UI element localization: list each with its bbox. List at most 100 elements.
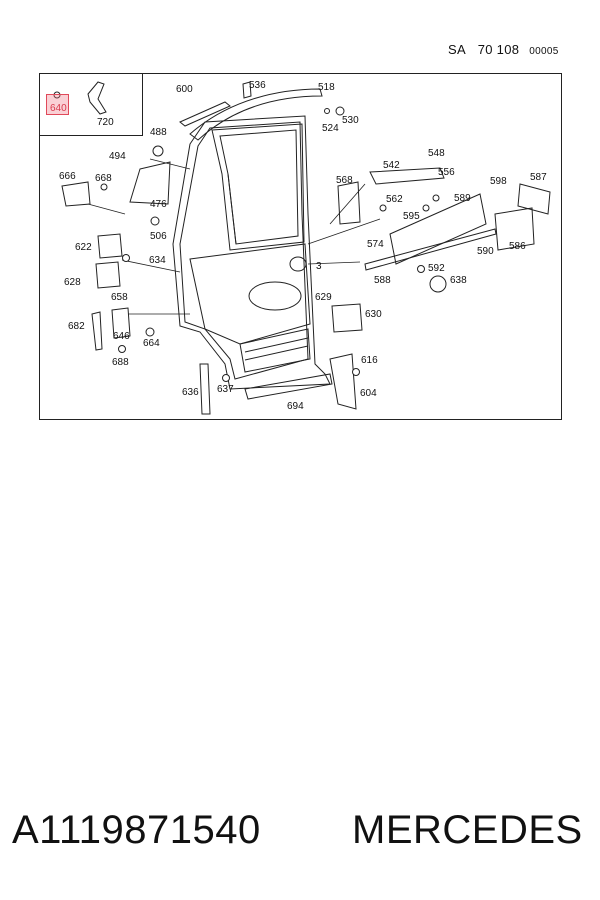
part-630-plate bbox=[331, 303, 363, 333]
part-666-hinge-cap bbox=[61, 181, 91, 207]
part-640-clip bbox=[53, 91, 61, 99]
part-label: 530 bbox=[342, 115, 359, 126]
screw-icon bbox=[417, 265, 425, 273]
part-568-plate bbox=[337, 181, 361, 225]
part-label: 682 bbox=[68, 321, 85, 332]
part-label: 476 bbox=[150, 199, 167, 210]
part-label: 598 bbox=[490, 176, 507, 187]
part-label: 518 bbox=[318, 82, 335, 93]
part-588-rail bbox=[364, 228, 497, 271]
part-label: 562 bbox=[386, 194, 403, 205]
part-636-rod bbox=[199, 363, 211, 415]
part-586-bracket bbox=[494, 207, 535, 251]
part-label: 637 bbox=[217, 384, 234, 395]
part-494-hinge bbox=[129, 161, 171, 205]
part-label: 588 bbox=[374, 275, 391, 286]
part-518-rail bbox=[189, 88, 323, 141]
screw-icon bbox=[222, 374, 230, 382]
part-label: 536 bbox=[249, 80, 266, 91]
screw-icon bbox=[432, 194, 440, 202]
screw-icon bbox=[145, 327, 155, 337]
part-638-knob bbox=[429, 275, 447, 293]
part-574-lock-rail bbox=[389, 193, 487, 265]
part-488-cap bbox=[152, 145, 164, 157]
highlighted-part-marker bbox=[46, 94, 69, 115]
panel-hole bbox=[289, 256, 307, 272]
part-628-block bbox=[95, 261, 121, 289]
part-label: 574 bbox=[367, 239, 384, 250]
door-inner-outline bbox=[179, 121, 309, 380]
highlighted-part-label: 640 bbox=[50, 103, 67, 114]
part-label: 634 bbox=[149, 255, 166, 266]
part-label: 638 bbox=[450, 275, 467, 286]
screw-icon bbox=[150, 216, 160, 226]
part-label: 604 bbox=[360, 388, 377, 399]
part-label: 666 bbox=[59, 171, 76, 182]
screw-icon bbox=[422, 204, 430, 212]
part-542-handle bbox=[369, 167, 445, 185]
inset-box: 640 720 bbox=[40, 74, 143, 136]
part-label: 568 bbox=[336, 175, 353, 186]
part-587-strip bbox=[517, 183, 551, 215]
part-label: 3 bbox=[316, 261, 322, 272]
part-number: A1119871540 bbox=[12, 808, 261, 852]
screw-icon bbox=[335, 106, 345, 116]
part-label: 590 bbox=[477, 246, 494, 257]
part-label: 658 bbox=[111, 292, 128, 303]
part-label: 506 bbox=[150, 231, 167, 242]
part-label: 592 bbox=[428, 263, 445, 274]
part-536-clip bbox=[242, 81, 252, 99]
part-682-bracket bbox=[91, 311, 103, 351]
part-label: 494 bbox=[109, 151, 126, 162]
part-label: 622 bbox=[75, 242, 92, 253]
part-label: 524 bbox=[322, 123, 339, 134]
header-number: 70 108 bbox=[477, 42, 520, 57]
part-label: 630 bbox=[365, 309, 382, 320]
part-622-block bbox=[97, 233, 123, 259]
window-divider bbox=[227, 173, 237, 245]
part-label: 629 bbox=[315, 292, 332, 303]
exploded-door-diagram bbox=[61, 81, 551, 415]
part-label: 636 bbox=[182, 387, 199, 398]
part-label: 587 bbox=[530, 172, 547, 183]
screw-icon bbox=[324, 108, 330, 114]
screw-icon bbox=[118, 345, 126, 353]
part-label: 556 bbox=[438, 167, 455, 178]
screw-icon bbox=[100, 183, 108, 191]
header-code: 00005 bbox=[529, 46, 559, 57]
part-label: 720 bbox=[97, 117, 114, 128]
part-694-sill bbox=[244, 373, 333, 400]
header-prefix: SA bbox=[448, 42, 466, 57]
part-label: 664 bbox=[143, 338, 160, 349]
screw-icon bbox=[122, 254, 130, 262]
lower-step bbox=[239, 328, 311, 373]
window-glass bbox=[219, 129, 299, 245]
part-label: 488 bbox=[150, 127, 167, 138]
screw-icon bbox=[379, 204, 387, 212]
part-label: 595 bbox=[403, 211, 420, 222]
screw-icon bbox=[352, 368, 360, 376]
part-label: 600 bbox=[176, 84, 193, 95]
inset-handle-drawing bbox=[53, 81, 107, 115]
parts-diagram-frame: 640 720 600 536 518 524 530 488 494 666 … bbox=[39, 73, 562, 420]
part-600-rail bbox=[179, 101, 231, 127]
part-646-bracket bbox=[111, 307, 131, 339]
diagram-header: SA 70 108 00005 bbox=[448, 42, 559, 57]
part-label: 589 bbox=[454, 193, 471, 204]
part-label: 542 bbox=[383, 160, 400, 171]
part-label: 688 bbox=[112, 357, 129, 368]
brand-name: MERCEDES bbox=[352, 808, 583, 852]
window-frame bbox=[211, 123, 305, 251]
part-label: 548 bbox=[428, 148, 445, 159]
part-label: 668 bbox=[95, 173, 112, 184]
panel-opening bbox=[248, 281, 302, 311]
part-label: 694 bbox=[287, 401, 304, 412]
door-outline bbox=[172, 115, 331, 390]
part-720-handle bbox=[87, 81, 107, 115]
part-label: 616 bbox=[361, 355, 378, 366]
part-label: 646 bbox=[113, 331, 130, 342]
inner-panel bbox=[189, 243, 311, 345]
part-label: 628 bbox=[64, 277, 81, 288]
part-label: 586 bbox=[509, 241, 526, 252]
part-604-bracket bbox=[329, 353, 357, 410]
